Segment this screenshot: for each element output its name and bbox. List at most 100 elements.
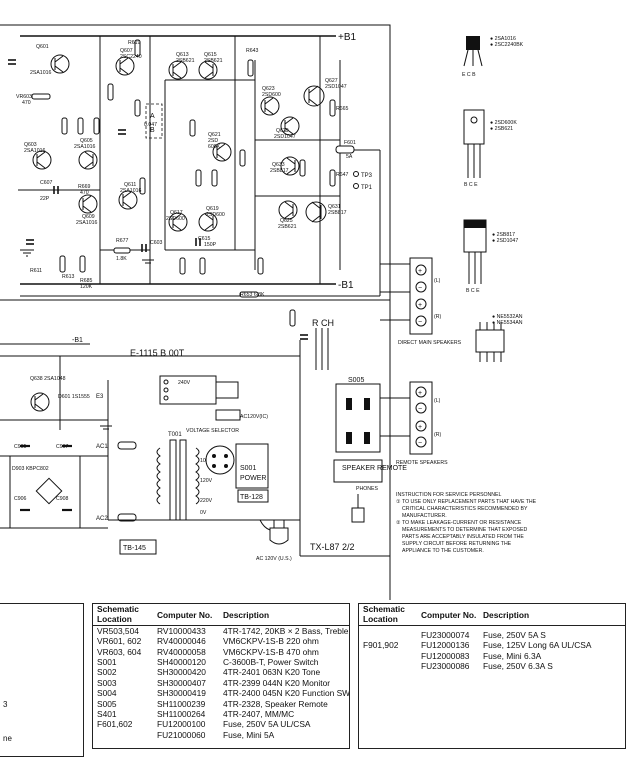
left-fragment-a: 3 <box>3 700 8 709</box>
svg-text:120K: 120K <box>80 284 93 290</box>
e3-label: E3 <box>96 394 104 400</box>
svg-text:PARTS ARE ACCEPTABLY INSULATED: PARTS ARE ACCEPTABLY INSULATED FROM THE <box>402 534 524 540</box>
svg-text:2SD: 2SD <box>208 138 218 144</box>
svg-text:● 2SA1016: ● 2SA1016 <box>490 36 516 42</box>
service-note: INSTRUCTION FOR SERVICE PERSONNEL ① TO U… <box>396 492 537 554</box>
svg-text:E C B: E C B <box>462 72 476 78</box>
transistor-q605 <box>78 150 98 170</box>
cell-location: S001 <box>97 657 117 668</box>
tp1-label: TP1 <box>361 185 373 191</box>
svg-text:MEASUREMENTS TO DETERMINE THAT: MEASUREMENTS TO DETERMINE THAT EXPOSED <box>402 527 527 533</box>
cell-description: Fuse, 250V 5A UL/CSA <box>223 719 311 730</box>
cell-computer-no: SH11000239 <box>157 698 206 709</box>
transistor-q638 <box>30 392 50 412</box>
svg-text:F601: F601 <box>344 140 356 146</box>
cell-computer-no: SH40000120 <box>157 657 206 668</box>
device-legend-dip8: ● NE5532AN● NE5534AN <box>475 314 523 362</box>
cell-computer-no: SH11000264 <box>157 709 206 720</box>
svg-text:−: − <box>418 440 422 447</box>
cell-description: 4TR-2400 045N K20 Function SW <box>223 688 349 699</box>
svg-text:Q611: Q611 <box>124 182 136 188</box>
v120-label: 120V <box>200 478 213 484</box>
cell-location <box>93 730 153 740</box>
transistor-q629 <box>280 116 300 136</box>
svg-text:2SB817: 2SB817 <box>328 210 347 216</box>
svg-text:−: − <box>418 319 422 326</box>
svg-text:470: 470 <box>22 100 31 106</box>
cell-computer-no: FU12000100 <box>157 719 206 730</box>
svg-text:Q601: Q601 <box>36 44 49 50</box>
parts-table-left-header: Schematic Location Computer No. Descript… <box>93 604 349 626</box>
svg-text:R647: R647 <box>336 172 349 178</box>
direct-main-speaker-terminals: + − + − <box>409 257 433 335</box>
device-legend-to220: ● 2SB817● 2SD1047 B C E <box>463 219 518 294</box>
cell-computer-no: FU12000083 <box>421 650 470 661</box>
svg-text:● 2SD600K: ● 2SD600K <box>490 120 517 126</box>
svg-text:APPLIANCE TO THE CUSTOMER.: APPLIANCE TO THE CUSTOMER. <box>402 548 484 554</box>
cell-location: S002 <box>97 667 117 678</box>
speaker-remote-switch-s005 <box>335 383 381 453</box>
header-computer-no: Computer No. <box>157 610 213 620</box>
svg-text:+: + <box>418 302 422 309</box>
speaker-remote-label: SPEAKER REMOTE <box>342 465 407 472</box>
transistor-q613 <box>168 60 188 80</box>
s005-label: S005 <box>348 377 364 384</box>
header-description-right: Description <box>483 610 530 620</box>
t001-label: T001 <box>168 432 182 438</box>
svg-text:−: − <box>418 406 422 413</box>
svg-text:Q615: Q615 <box>204 52 217 58</box>
svg-text:R619: R619 <box>128 40 141 46</box>
svg-text:2SA1016: 2SA1016 <box>74 144 95 150</box>
fuse-f901 <box>117 441 137 450</box>
cell-computer-no: RV40000058 <box>157 646 206 657</box>
svg-text:R613: R613 <box>62 274 75 280</box>
svg-text:2SB621: 2SB621 <box>204 58 223 64</box>
plus-b1-label: +B1 <box>338 32 357 43</box>
fuse-f902 <box>117 513 137 522</box>
cell-computer-no: SH30000407 <box>157 677 206 688</box>
svg-text:2SB621: 2SB621 <box>176 58 195 64</box>
svg-text:Q613: Q613 <box>176 52 189 58</box>
cell-location <box>359 630 417 640</box>
svg-text:2SD1047: 2SD1047 <box>325 84 347 90</box>
device-legend-to126: ● 2SD600K● 2SB621 B C E <box>463 109 517 188</box>
cell-description: Fuse, 250V 6.3A S <box>483 661 553 672</box>
cell-computer-no: FU23000074 <box>421 629 470 640</box>
svg-text:● NE5534AN: ● NE5534AN <box>492 320 523 326</box>
cell-description: 4TR-2328, Speaker Remote <box>223 698 328 709</box>
svg-text:R677: R677 <box>116 238 129 244</box>
ac-plug-icon <box>259 519 289 545</box>
bridge-rectifier-d903 <box>35 477 63 505</box>
svg-text:2SD1047: 2SD1047 <box>274 134 296 140</box>
remote-speaker-terminals: + − + − <box>409 381 433 455</box>
svg-text:+: + <box>418 268 422 275</box>
ac120-ic-label: AC120V(IC) <box>240 414 268 420</box>
ac120-label: AC 120V (U.S.) <box>256 556 292 562</box>
transistor-q609 <box>78 194 98 214</box>
svg-text:MANUFACTURER.: MANUFACTURER. <box>402 513 447 519</box>
svg-text:A: A <box>150 113 155 120</box>
svg-text:Q627: Q627 <box>325 78 338 84</box>
c908-label: C908 <box>56 496 69 502</box>
transistor-q615 <box>198 60 218 80</box>
cell-computer-no: SH30000420 <box>157 667 206 678</box>
svg-text:600K: 600K <box>208 144 221 150</box>
fuse-f601 <box>335 145 355 154</box>
q638-label: Q638 2SA1048 <box>30 376 66 382</box>
svg-text:22P: 22P <box>40 196 50 202</box>
parts-table-left: Schematic Location Computer No. Descript… <box>92 603 350 749</box>
cell-location <box>359 661 417 671</box>
transistor-q617 <box>168 212 188 232</box>
voltage-selector-label: VOLTAGE SELECTOR <box>186 428 239 434</box>
svg-text:Q607: Q607 <box>120 48 133 54</box>
transistor-q601 <box>50 54 70 74</box>
transistor-q611 <box>118 190 138 210</box>
main-right-label: (R) <box>434 314 441 320</box>
